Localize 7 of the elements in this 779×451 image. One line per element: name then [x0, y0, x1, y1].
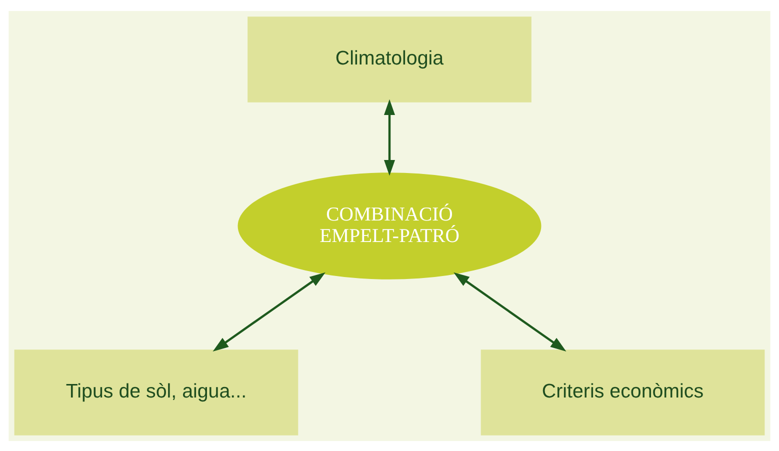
node-ellipse: COMBINACIÓ EMPELT-PATRÓ — [238, 172, 542, 279]
arrow — [454, 272, 566, 351]
arrow — [212, 272, 326, 351]
arrow — [384, 98, 396, 176]
node-box: Climatologia — [248, 16, 532, 102]
node-box: Criteris econòmics — [480, 349, 765, 435]
node-box: Tipus de sòl, aigua... — [14, 349, 298, 435]
